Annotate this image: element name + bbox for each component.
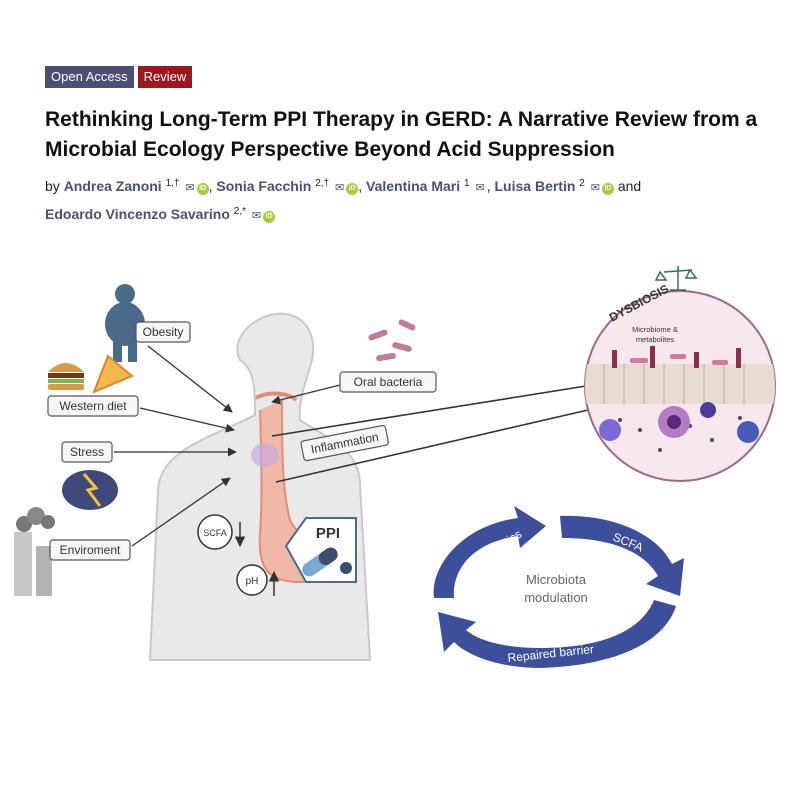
body-silhouette: [148, 312, 372, 661]
brain-icon: [62, 470, 118, 510]
repaired-barrier-arrow: [438, 600, 676, 668]
author-name[interactable]: Edoardo Vincenzo Savarino: [45, 206, 230, 222]
stress-label: Stress: [70, 445, 104, 459]
open-access-badge[interactable]: Open Access: [45, 66, 134, 88]
email-icon[interactable]: ✉: [251, 210, 262, 222]
ppi-label: PPI: [316, 525, 340, 542]
factor-arrows: [114, 345, 353, 547]
immune-cell: [700, 402, 716, 418]
orcid-icon[interactable]: iD: [263, 211, 276, 223]
capsule-icon: [302, 547, 338, 577]
author-byline: by Andrea Zanoni 1,† ✉iD, Sonia Facchin …: [45, 178, 642, 223]
author-name[interactable]: Sonia Facchin: [216, 178, 312, 194]
balance-scale-icon: [654, 266, 698, 291]
orcid-icon[interactable]: iD: [196, 183, 209, 195]
inflammation-spot: [251, 443, 279, 467]
factor-environment: Enviroment: [49, 539, 131, 561]
modulation-label: modulation: [524, 590, 588, 605]
factor-stress: Stress: [61, 441, 113, 463]
oral-bacteria-icons: [368, 319, 416, 362]
orcid-icon[interactable]: iD: [346, 183, 359, 195]
pizza-icon: [92, 354, 134, 394]
factory-icon: [14, 507, 55, 596]
scfa-arrow: [560, 515, 684, 596]
review-badge[interactable]: Review: [137, 66, 193, 88]
scfa-body-marker: SCFA: [197, 514, 246, 550]
ph-label: pH: [246, 576, 259, 587]
obesity-label: Obesity: [143, 325, 184, 339]
and-text: and: [617, 178, 642, 194]
author-affiliation: 1: [464, 178, 470, 189]
author-affiliation: 2,*: [233, 206, 247, 217]
email-icon[interactable]: ✉: [185, 182, 195, 194]
author-affiliation: 2,†: [315, 178, 330, 189]
connector-lines: [271, 385, 589, 483]
ppi-badge: PPI: [284, 517, 357, 583]
author-name[interactable]: Luisa Bertin: [494, 178, 576, 194]
immune-cell: [599, 419, 621, 441]
microbiota-cycle: Probiotics SCFA Repaired barrier Microbi…: [433, 506, 684, 668]
factor-western-diet: Western diet: [47, 395, 139, 417]
author-affiliation: 1,†: [165, 178, 180, 189]
burger-icon: [48, 363, 84, 390]
dysbiosis-panel: Microbiome & metabolites DYSBIOSIS: [584, 266, 776, 482]
orcid-icon[interactable]: iD: [601, 183, 614, 195]
microbiome-label: Microbiome &: [632, 325, 678, 334]
author-affiliation: 2: [579, 178, 585, 189]
article-title: Rethinking Long-Term PPI Therapy in GERD…: [45, 108, 758, 161]
email-icon[interactable]: ✉: [475, 182, 485, 194]
oral-bacteria-label: Oral bacteria: [354, 375, 423, 389]
ph-marker: pH: [236, 564, 280, 596]
email-icon[interactable]: ✉: [590, 182, 600, 194]
scfa-body-label: SCFA: [203, 528, 227, 538]
author-name[interactable]: Andrea Zanoni: [63, 178, 162, 194]
by-text: by: [45, 178, 60, 194]
western-diet-label: Western diet: [59, 399, 127, 413]
factor-obesity: Obesity: [135, 321, 191, 343]
immune-cell: [737, 421, 759, 443]
article-badges: Open Access Review: [45, 66, 193, 88]
probiotics-arrow: [433, 506, 546, 598]
graphical-abstract: Obesity Western diet Stress Enviroment O…: [14, 266, 776, 668]
author-name[interactable]: Valentina Mari: [366, 178, 461, 194]
email-icon[interactable]: ✉: [335, 182, 345, 194]
microbiota-label: Microbiota: [526, 572, 587, 587]
metabolites-label: metabolites: [636, 335, 675, 344]
environment-label: Enviroment: [60, 543, 121, 557]
oral-bacteria-tag: Oral bacteria: [339, 371, 437, 393]
person-icon: [105, 284, 145, 362]
